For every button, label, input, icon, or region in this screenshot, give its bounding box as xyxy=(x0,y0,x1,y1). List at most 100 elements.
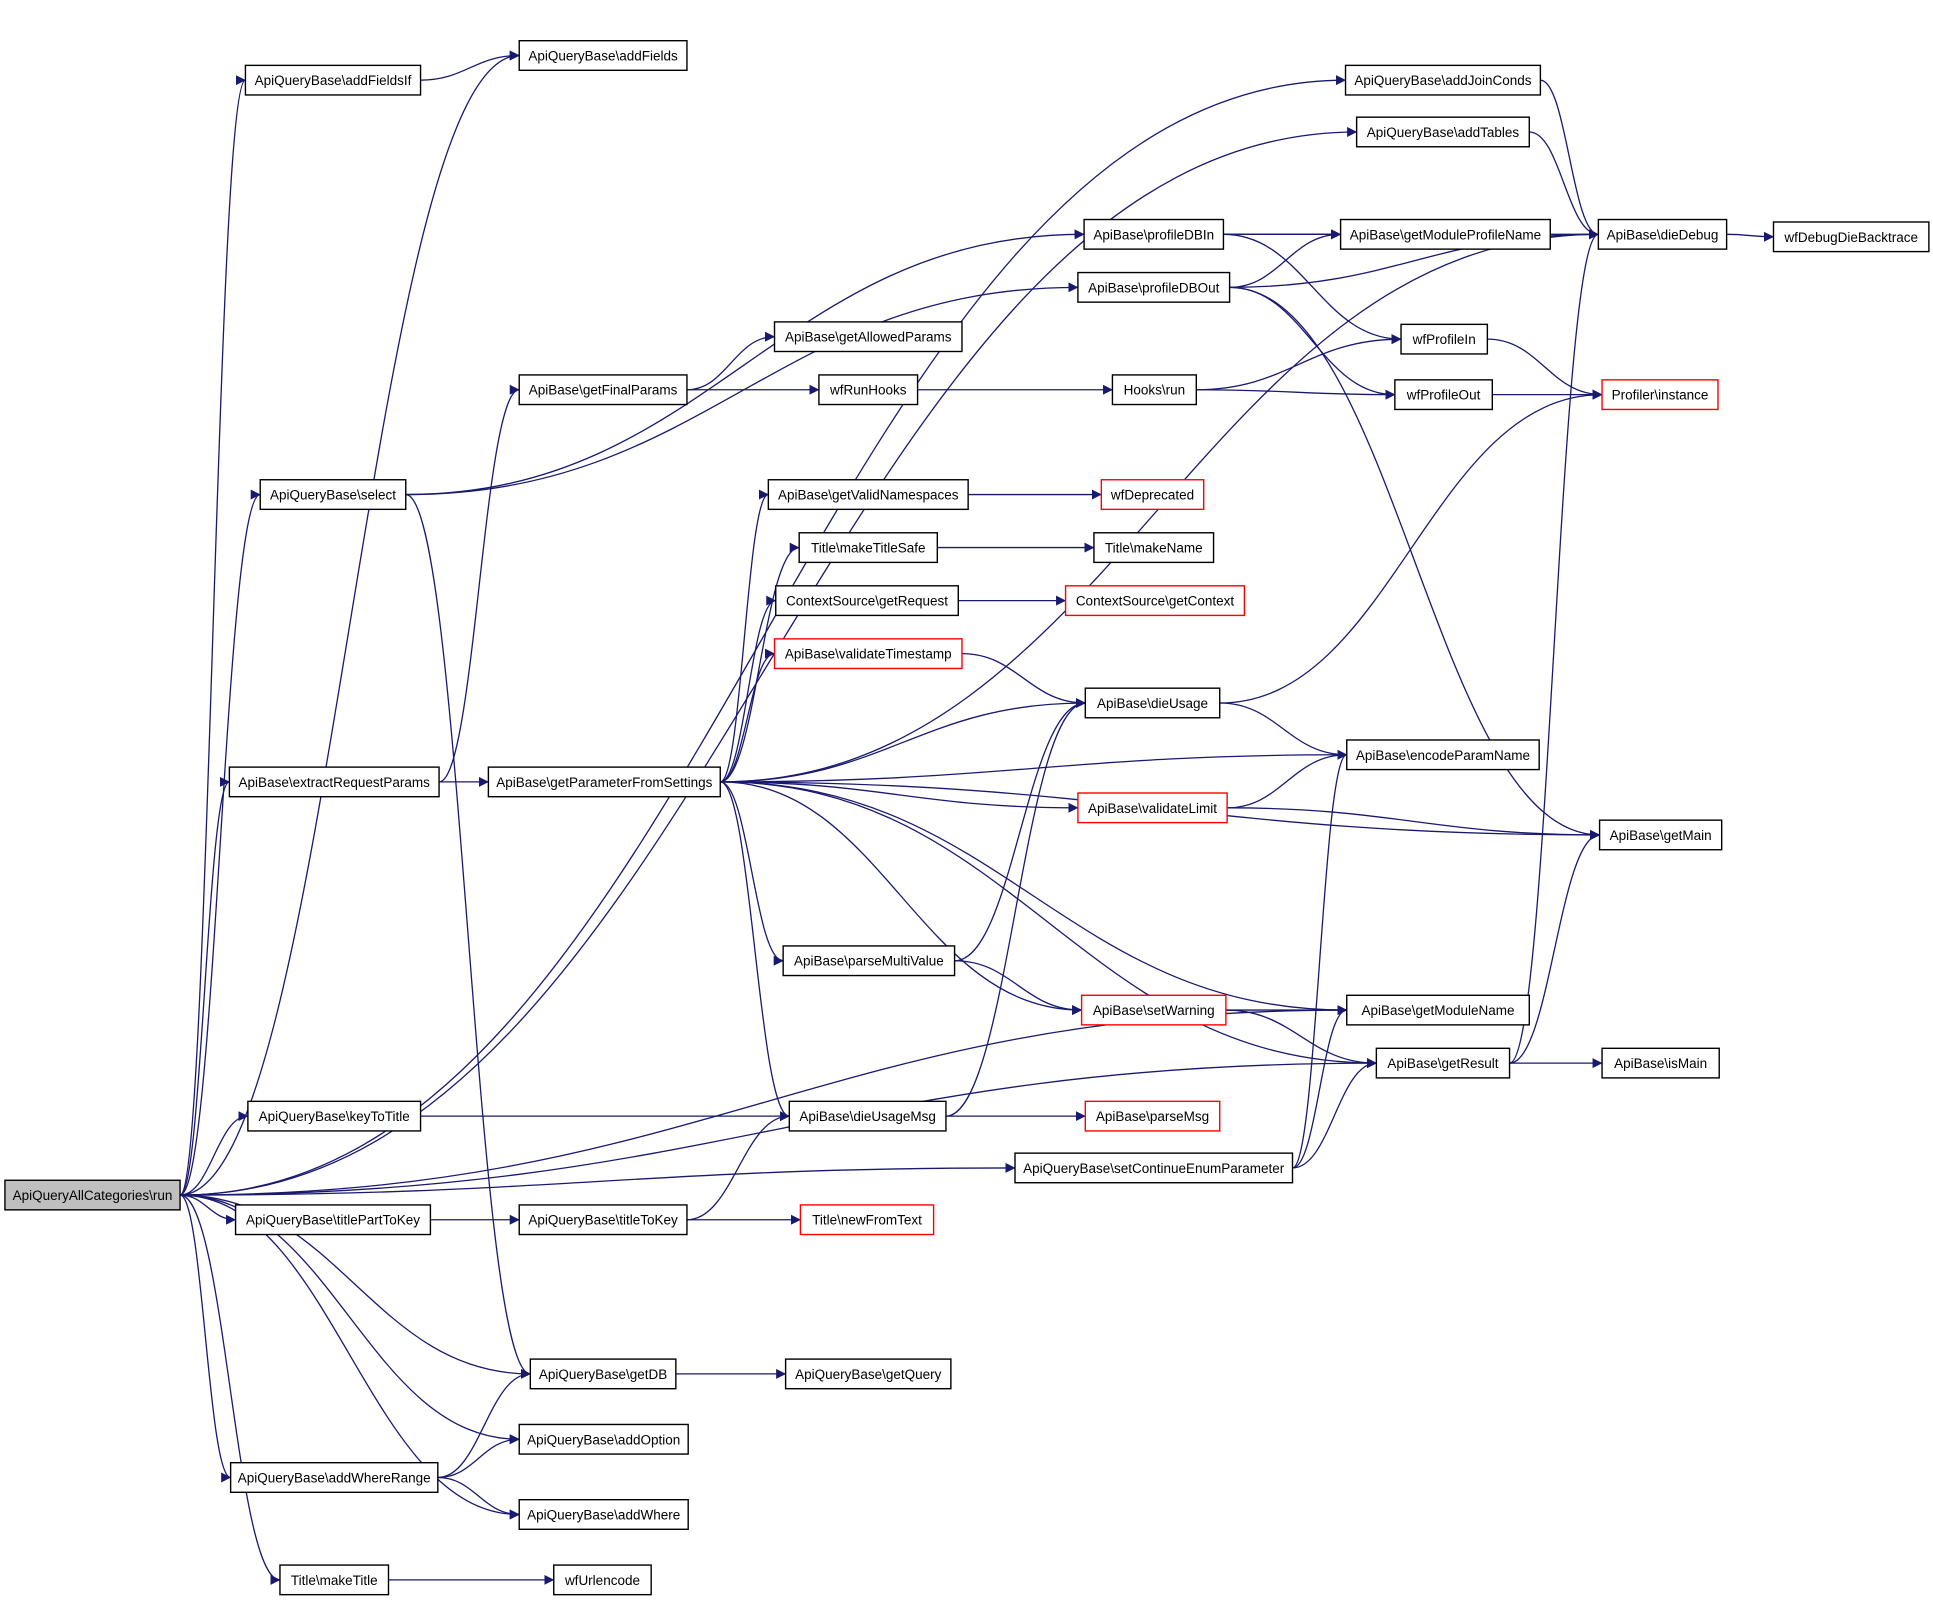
edge-setContinueEnumParameter-to-getModuleName xyxy=(1292,1005,1348,1169)
node-box-dieDebug xyxy=(1597,218,1728,250)
node-setWarning[interactable]: ApiBase\setWarning xyxy=(1080,994,1227,1026)
edge-getParameterFromSettings-to-dieUsage xyxy=(720,697,1086,783)
edge-select-to-profileDBIn xyxy=(405,229,1085,496)
node-label-wfDeprecated: wfDeprecated xyxy=(1110,488,1194,503)
node-dieDebug[interactable]: ApiBase\dieDebug xyxy=(1597,218,1728,250)
node-getQuery[interactable]: ApiQueryBase\getQuery xyxy=(784,1358,952,1390)
node-label-makeTitle: Title\makeTitle xyxy=(291,1573,378,1588)
node-label-getFinalParams: ApiBase\getFinalParams xyxy=(529,383,678,398)
node-dieUsageMsg[interactable]: ApiBase\dieUsageMsg xyxy=(788,1100,947,1132)
node-box-keyToTitle xyxy=(247,1100,422,1132)
node-titleToKey[interactable]: ApiQueryBase\titleToKey xyxy=(518,1204,688,1236)
node-box-profileDBIn xyxy=(1083,218,1225,250)
node-keyToTitle[interactable]: ApiQueryBase\keyToTitle xyxy=(247,1100,422,1132)
node-root[interactable]: ApiQueryAllCategories\run xyxy=(4,1179,181,1211)
node-profileDBOut[interactable]: ApiBase\profileDBOut xyxy=(1077,271,1231,303)
node-label-setContinueEnumParameter: ApiQueryBase\setContinueEnumParameter xyxy=(1023,1161,1285,1176)
edge-addFieldsIf-to-addFields xyxy=(420,50,520,81)
node-label-addOption: ApiQueryBase\addOption xyxy=(527,1432,680,1447)
edge-addWhereRange-to-addOption xyxy=(437,1434,520,1479)
node-wfDebugDieBacktrace[interactable]: wfDebugDieBacktrace xyxy=(1772,221,1930,253)
edge-addWhereRange-to-getDB xyxy=(437,1368,531,1479)
node-getParameterFromSettings[interactable]: ApiBase\getParameterFromSettings xyxy=(487,766,721,798)
edge-dieUsage-to-profilerInstance xyxy=(1219,389,1603,704)
node-label-getContext: ContextSource\getContext xyxy=(1076,594,1235,609)
node-label-addJoinConds: ApiQueryBase\addJoinConds xyxy=(1354,73,1531,88)
node-box-parseMsg xyxy=(1084,1100,1221,1132)
node-encodeParamName[interactable]: ApiBase\encodeParamName xyxy=(1346,739,1540,771)
node-addWhereRange[interactable]: ApiQueryBase\addWhereRange xyxy=(229,1461,439,1493)
node-getDB[interactable]: ApiQueryBase\getDB xyxy=(529,1358,677,1390)
node-getContext[interactable]: ContextSource\getContext xyxy=(1064,585,1246,617)
node-layer: ApiQueryAllCategories\runApiQueryBase\ad… xyxy=(4,39,1930,1596)
node-box-addFields xyxy=(518,39,688,71)
node-addOption[interactable]: ApiQueryBase\addOption xyxy=(518,1423,689,1455)
node-setContinueEnumParameter[interactable]: ApiQueryBase\setContinueEnumParameter xyxy=(1014,1152,1294,1184)
edge-getResult-to-getMain xyxy=(1509,829,1601,1064)
node-getModuleProfileName[interactable]: ApiBase\getModuleProfileName xyxy=(1339,218,1551,250)
node-parseMultiValue[interactable]: ApiBase\parseMultiValue xyxy=(782,945,956,977)
node-getRequest[interactable]: ContextSource\getRequest xyxy=(775,585,959,617)
node-makeTitleSafe[interactable]: Title\makeTitleSafe xyxy=(798,532,939,564)
node-box-wfUrlencode xyxy=(553,1564,652,1596)
node-addFieldsIf[interactable]: ApiQueryBase\addFieldsIf xyxy=(244,64,422,96)
node-profilerInstance[interactable]: Profiler\instance xyxy=(1601,379,1719,411)
node-validateLimit[interactable]: ApiBase\validateLimit xyxy=(1077,792,1228,824)
edge-addTables-to-dieDebug xyxy=(1529,131,1599,240)
node-box-titlePartToKey xyxy=(234,1204,432,1236)
node-makeName[interactable]: Title\makeName xyxy=(1093,532,1215,564)
node-wfUrlencode[interactable]: wfUrlencode xyxy=(553,1564,652,1596)
node-addTables[interactable]: ApiQueryBase\addTables xyxy=(1355,116,1530,148)
node-select[interactable]: ApiQueryBase\select xyxy=(259,479,407,511)
node-box-wfDeprecated xyxy=(1100,479,1205,511)
node-wfProfileIn[interactable]: wfProfileIn xyxy=(1400,323,1489,355)
node-getValidNamespaces[interactable]: ApiBase\getValidNamespaces xyxy=(767,479,969,511)
node-box-makeTitleSafe xyxy=(798,532,939,564)
node-newFromText[interactable]: Title\newFromText xyxy=(799,1204,935,1236)
edge-getFinalParams-to-getAllowedParams xyxy=(686,331,776,391)
edge-setContinueEnumParameter-to-getResult xyxy=(1292,1058,1377,1169)
node-wfRunHooks[interactable]: wfRunHooks xyxy=(818,374,919,406)
node-addWhere[interactable]: ApiQueryBase\addWhere xyxy=(518,1498,689,1530)
node-isMain[interactable]: ApiBase\isMain xyxy=(1601,1047,1720,1079)
edge-titleToKey-to-dieUsageMsg xyxy=(686,1111,790,1221)
node-validateTimestamp[interactable]: ApiBase\validateTimestamp xyxy=(773,638,963,670)
node-label-validateTimestamp: ApiBase\validateTimestamp xyxy=(785,647,952,662)
node-profileDBIn[interactable]: ApiBase\profileDBIn xyxy=(1083,218,1225,250)
node-label-wfUrlencode: wfUrlencode xyxy=(564,1573,640,1588)
edge-addWhereRange-to-addWhere xyxy=(437,1476,520,1520)
node-label-encodeParamName: ApiBase\encodeParamName xyxy=(1356,748,1530,763)
node-box-getParameterFromSettings xyxy=(487,766,721,798)
node-extractRequestParams[interactable]: ApiBase\extractRequestParams xyxy=(228,766,440,798)
node-label-getModuleName: ApiBase\getModuleName xyxy=(1361,1003,1514,1018)
node-dieUsage[interactable]: ApiBase\dieUsage xyxy=(1084,687,1221,719)
node-titlePartToKey[interactable]: ApiQueryBase\titlePartToKey xyxy=(234,1204,432,1236)
node-label-wfProfileOut: wfProfileOut xyxy=(1406,388,1481,403)
node-label-titleToKey: ApiQueryBase\titleToKey xyxy=(528,1213,678,1228)
node-getModuleName[interactable]: ApiBase\getModuleName xyxy=(1346,994,1530,1026)
node-getResult[interactable]: ApiBase\getResult xyxy=(1375,1047,1511,1079)
node-box-wfRunHooks xyxy=(818,374,919,406)
node-box-setWarning xyxy=(1080,994,1227,1026)
node-label-select: ApiQueryBase\select xyxy=(270,488,396,503)
node-getAllowedParams[interactable]: ApiBase\getAllowedParams xyxy=(773,321,963,353)
node-hooksRun[interactable]: Hooks\run xyxy=(1111,374,1198,406)
node-makeTitle[interactable]: Title\makeTitle xyxy=(279,1564,390,1596)
node-label-dieUsageMsg: ApiBase\dieUsageMsg xyxy=(799,1109,936,1124)
edge-profileDBIn-to-wfProfileIn xyxy=(1223,233,1402,345)
node-label-addWhereRange: ApiQueryBase\addWhereRange xyxy=(238,1470,431,1485)
node-getMain[interactable]: ApiBase\getMain xyxy=(1598,819,1723,851)
node-parseMsg[interactable]: ApiBase\parseMsg xyxy=(1084,1100,1221,1132)
node-label-getModuleProfileName: ApiBase\getModuleProfileName xyxy=(1350,227,1541,242)
node-addFields[interactable]: ApiQueryBase\addFields xyxy=(518,39,688,71)
node-box-getFinalParams xyxy=(518,374,688,406)
node-wfProfileOut[interactable]: wfProfileOut xyxy=(1394,379,1493,411)
node-box-getAllowedParams xyxy=(773,321,963,353)
node-wfDeprecated[interactable]: wfDeprecated xyxy=(1100,479,1205,511)
node-getFinalParams[interactable]: ApiBase\getFinalParams xyxy=(518,374,688,406)
node-box-setContinueEnumParameter xyxy=(1014,1152,1294,1184)
node-addJoinConds[interactable]: ApiQueryBase\addJoinConds xyxy=(1344,64,1542,96)
edge-hooksRun-to-wfProfileIn xyxy=(1196,334,1402,391)
node-box-getMain xyxy=(1598,819,1723,851)
node-label-getDB: ApiQueryBase\getDB xyxy=(539,1367,667,1382)
